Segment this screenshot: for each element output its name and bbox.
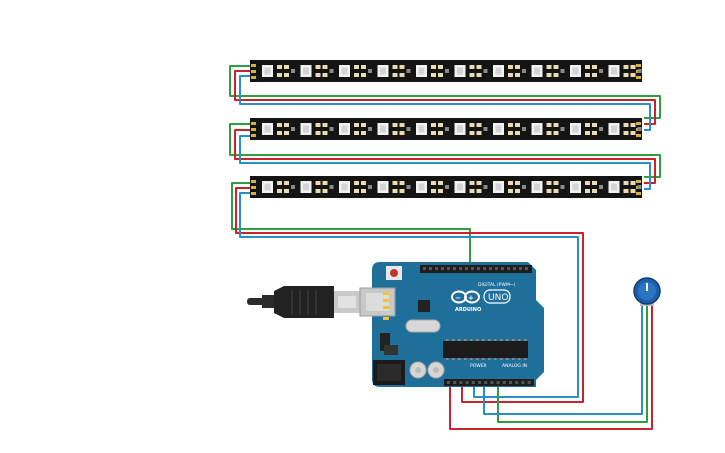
- power-label: POWER: [470, 363, 487, 369]
- led-pixel: [300, 181, 334, 193]
- led-pixel: [339, 181, 372, 193]
- voltage-regulator: [380, 333, 390, 351]
- crystal-oscillator: [405, 319, 441, 333]
- led-pixel: [262, 181, 295, 193]
- svg-text:+: +: [468, 294, 474, 302]
- led-pixel: [377, 65, 411, 77]
- board-model-label: UNO: [488, 293, 508, 303]
- analog-header[interactable]: [496, 379, 534, 386]
- led-pixel: [416, 65, 449, 77]
- wires: [229, 65, 661, 430]
- led-pixel: [262, 65, 295, 77]
- led-strip-3[interactable]: [250, 176, 642, 198]
- digital-label: DIGITAL (PWM~): [478, 282, 516, 288]
- led-pixel: [493, 123, 526, 135]
- wire-blue-s1-s2[interactable]: [239, 75, 651, 131]
- led-pixel: [493, 181, 526, 193]
- svg-text:−: −: [455, 294, 461, 302]
- wire-red-s3-5v[interactable]: [235, 187, 584, 403]
- led-pixel: [377, 123, 411, 135]
- led-pixel: [608, 123, 642, 135]
- led-pixel: [570, 181, 603, 193]
- led-pixel: [570, 65, 603, 77]
- led-strip-2[interactable]: [250, 118, 642, 140]
- wire-red-pot-5v[interactable]: [449, 305, 653, 430]
- led-pixel: [570, 123, 603, 135]
- led-pixel: [531, 181, 565, 193]
- led-pixel: [531, 123, 565, 135]
- analog-in-label: ANALOG IN: [502, 363, 527, 369]
- wire-red-s1-s2[interactable]: [234, 70, 656, 125]
- arduino-logo-text: ARDUINO: [455, 307, 481, 313]
- wire-blue-s3-gnd[interactable]: [239, 192, 579, 398]
- wire-blue-s2-s3[interactable]: [239, 135, 651, 190]
- led-pixel: [300, 65, 334, 77]
- wire-red-s2-s3[interactable]: [234, 129, 656, 184]
- led-pixel: [377, 181, 411, 193]
- led-pixel: [300, 123, 334, 135]
- led-pixel: [416, 123, 449, 135]
- led-pixel: [454, 65, 488, 77]
- led-pixel: [454, 123, 488, 135]
- wire-green-s2-s3[interactable]: [229, 123, 661, 178]
- power-header[interactable]: [444, 379, 496, 386]
- potentiometer[interactable]: [633, 277, 661, 306]
- wire-green-s3-pin[interactable]: [231, 182, 471, 268]
- led-pixel: [262, 123, 295, 135]
- wire-blue-pot-gnd[interactable]: [483, 305, 643, 415]
- wire-green-s1-s2[interactable]: [229, 65, 661, 119]
- led-pixel: [454, 181, 488, 193]
- led-pixel: [493, 65, 526, 77]
- wire-green-pot-a0[interactable]: [497, 305, 648, 423]
- led-pixel: [531, 65, 565, 77]
- digital-header[interactable]: [420, 265, 532, 273]
- arduino-uno-board[interactable]: − + ARDUINO UNO DIGITAL (PWM~) POWER ANA…: [359, 262, 544, 387]
- indicator-leds: [383, 292, 389, 320]
- led-pixel: [608, 65, 642, 77]
- arduino-logo: − + ARDUINO UNO: [451, 289, 511, 313]
- usb-cable[interactable]: [247, 286, 360, 318]
- led-pixel: [608, 181, 642, 193]
- led-pixel: [339, 123, 372, 135]
- led-pixel: [339, 65, 372, 77]
- led-strips: [250, 60, 642, 198]
- led-pixel: [416, 181, 449, 193]
- atmega-chip: [443, 341, 528, 358]
- led-strip-1[interactable]: [250, 60, 642, 82]
